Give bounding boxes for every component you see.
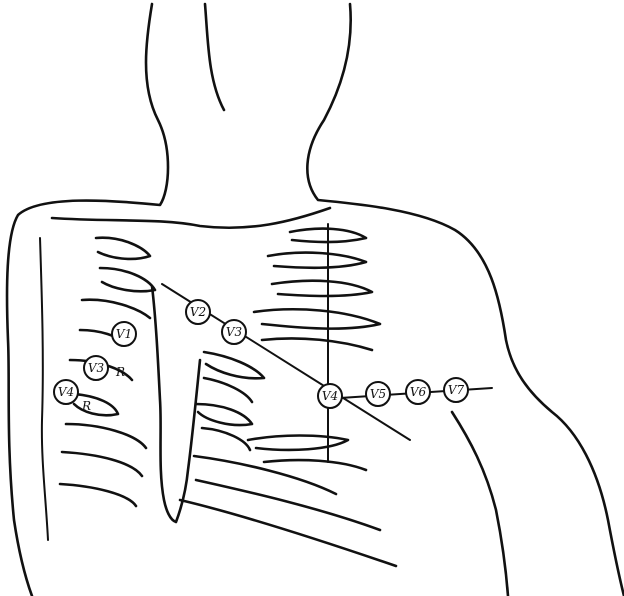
electrode-v6-label: V6 [410,385,427,399]
electrode-v3: V3 [222,320,246,344]
right-side-mark-v3: R [115,365,125,379]
electrode-v3r: V3 [84,356,108,380]
electrode-v5-label: V5 [370,387,386,401]
reference-lines [162,224,492,462]
electrode-v4-label: V4 [322,389,338,403]
electrode-v2: V2 [186,300,210,324]
right-side-mark-v4: R [81,399,91,413]
electrode-v3r-label: V3 [88,361,105,375]
electrode-v1: V1 [112,322,136,346]
electrode-v4r: V4 [54,380,78,404]
electrode-v4: V4 [318,384,342,408]
electrode-v6: V6 [406,380,430,404]
electrode-v2-label: V2 [190,305,206,319]
electrode-v3-label: V3 [226,325,243,339]
electrode-v7-label: V7 [448,383,465,397]
electrode-v1-label: V1 [116,327,132,341]
electrode-v7: V7 [444,378,468,402]
electrode-v5: V5 [366,382,390,406]
electrode-v4r-label: V4 [58,385,74,399]
